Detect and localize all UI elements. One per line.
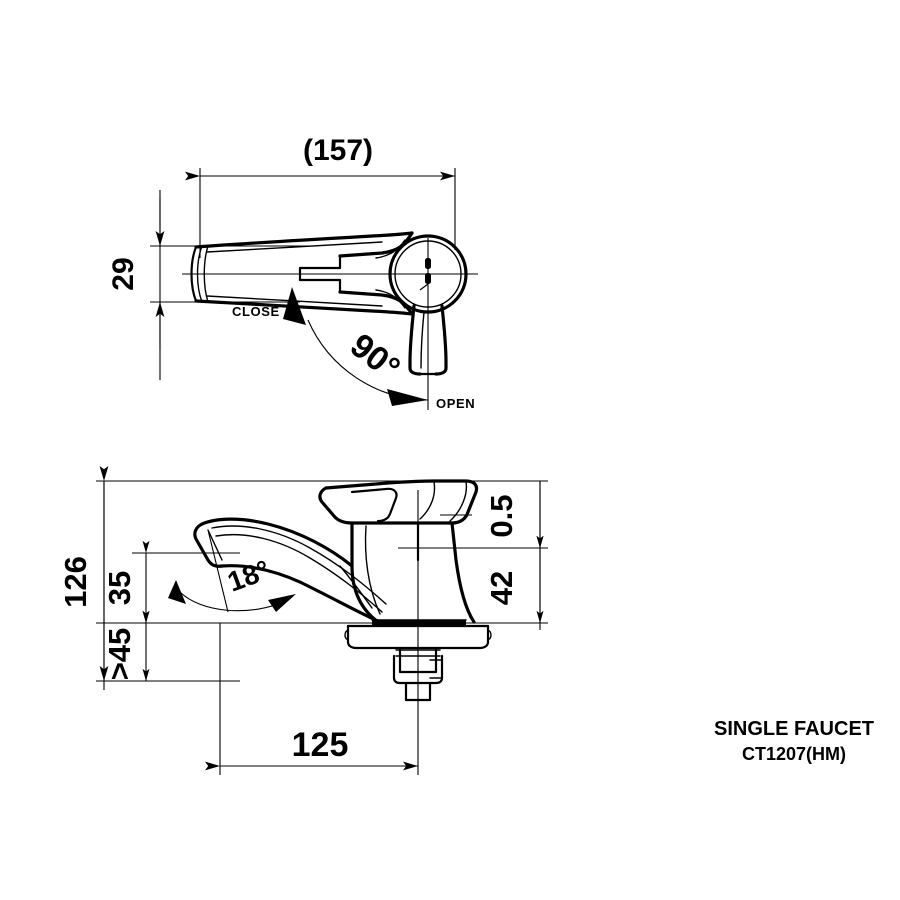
product-name: SINGLE FAUCET bbox=[714, 718, 874, 740]
title-block: SINGLE FAUCET CT1207(HM) bbox=[714, 718, 874, 764]
dim-spout-outlet-height: 35 bbox=[102, 540, 150, 624]
angle-18-label: 18° bbox=[223, 554, 273, 598]
close-label: CLOSE bbox=[232, 304, 280, 319]
dim-overall-length-label: (157) bbox=[303, 134, 373, 167]
open-label: OPEN bbox=[436, 396, 475, 411]
dim-spout-outlet-height-label: 35 bbox=[102, 571, 137, 605]
model-code: CT1207(HM) bbox=[742, 744, 846, 764]
top-view-group: (157) 29 bbox=[107, 134, 478, 411]
dim-handle-clearance-label: 0.5 bbox=[484, 494, 519, 537]
dim-overall-length: (157) bbox=[185, 134, 455, 181]
dim-deck-thickness-label: >45 bbox=[102, 628, 137, 681]
top-view-index-mark bbox=[419, 258, 431, 291]
top-view-lever-body bbox=[298, 231, 414, 316]
dim-handle-clearance: 0.5 bbox=[484, 481, 544, 549]
dim-overall-height-label: 126 bbox=[58, 556, 93, 608]
side-view-body bbox=[350, 521, 476, 624]
dim-body-height-label: 42 bbox=[484, 571, 519, 605]
top-view-handle-hub bbox=[388, 234, 468, 314]
dim-body-height: 42 bbox=[484, 535, 544, 624]
side-view-handle bbox=[318, 479, 479, 525]
angle-90-label: 90° bbox=[343, 326, 407, 388]
top-view-handle-tail bbox=[408, 304, 448, 376]
dim-spout-height: 29 bbox=[107, 198, 165, 350]
side-view-group: 126 35 >45 0.5 42 bbox=[58, 466, 548, 775]
dim-spout-height-label: 29 bbox=[107, 257, 140, 290]
rotation-arc-90 bbox=[283, 287, 429, 406]
dim-spout-reach: 125 bbox=[205, 726, 418, 771]
dim-deck-thickness: >45 bbox=[102, 610, 150, 682]
dim-overall-height: 126 bbox=[58, 466, 109, 681]
side-view-spout bbox=[193, 517, 387, 624]
side-view-mounting-assembly bbox=[344, 619, 492, 702]
dim-spout-reach-label: 125 bbox=[292, 726, 349, 764]
